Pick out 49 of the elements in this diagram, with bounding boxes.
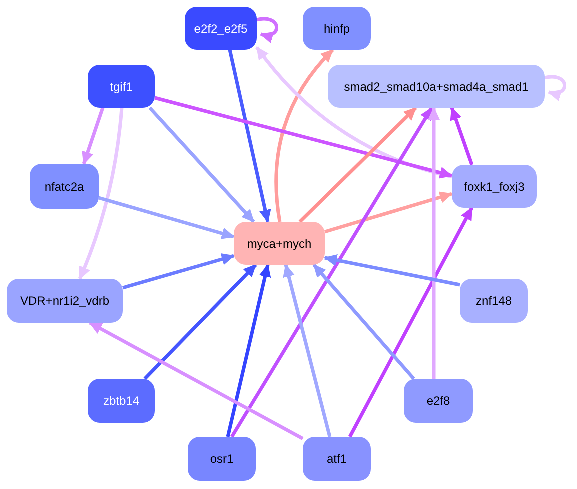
node-box — [30, 164, 99, 209]
node-label: e2f2_e2f5 — [194, 22, 248, 36]
node-label: myca+mych — [247, 236, 312, 250]
node-label: osr1 — [210, 452, 234, 466]
arrow — [274, 48, 334, 222]
node-label: znf148 — [476, 294, 512, 308]
arrow — [298, 106, 418, 224]
arrow — [78, 108, 124, 280]
node-box — [452, 165, 537, 208]
node-label: tgif1 — [110, 80, 133, 94]
arrow — [254, 17, 278, 42]
node-box — [234, 222, 325, 265]
arrow — [122, 254, 235, 290]
node-label: zbtb14 — [103, 394, 140, 408]
node-box — [188, 437, 256, 481]
arrow — [89, 321, 304, 440]
node-box — [303, 7, 371, 50]
arrow — [154, 96, 453, 179]
node-label: atf1 — [326, 452, 347, 466]
arrow — [148, 106, 256, 224]
arrow — [256, 46, 452, 179]
arrow — [450, 107, 474, 166]
node-box — [404, 379, 473, 423]
node-box — [185, 7, 257, 50]
node-label: VDR+nr1i2_vdrb — [20, 294, 110, 308]
node-label: foxk1_foxj3 — [464, 180, 525, 194]
arrow — [98, 196, 235, 240]
node-box — [328, 65, 545, 108]
arrow — [324, 254, 460, 287]
node-box — [460, 279, 528, 323]
arrow — [348, 207, 474, 438]
arrow — [283, 264, 332, 438]
node-label: hinfp — [324, 22, 350, 36]
node-label: smad2_smad10a+smad4a_smad1 — [344, 80, 529, 94]
arrow — [542, 75, 566, 100]
arrow — [312, 264, 416, 380]
arrow — [230, 107, 434, 438]
arrow — [226, 264, 272, 438]
node-label: nfatc2a — [44, 180, 84, 194]
arrow — [228, 50, 272, 223]
arrow — [144, 264, 258, 380]
arrow — [82, 107, 105, 165]
node-box — [88, 379, 155, 423]
node-box — [88, 65, 155, 108]
node-box — [303, 437, 371, 481]
node-box — [7, 279, 123, 323]
arrow — [324, 192, 453, 234]
arrow — [428, 107, 440, 379]
node-label: e2f8 — [426, 394, 450, 408]
